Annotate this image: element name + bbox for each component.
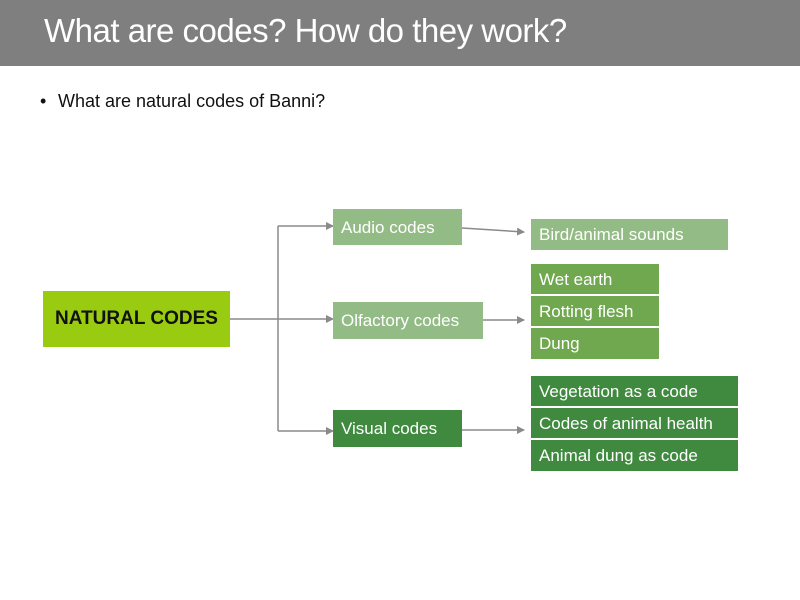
natural-codes-node: NATURAL CODES <box>43 291 230 347</box>
bullet-item: • What are natural codes of Banni? <box>40 91 325 112</box>
audio-codes-node: Audio codes <box>333 209 462 245</box>
olfactory-item-dung: Dung <box>531 328 659 359</box>
olfactory-item-rotting-flesh: Rotting flesh <box>531 296 659 328</box>
olfactory-items-group: Wet earth Rotting flesh Dung <box>531 264 659 359</box>
bullet-icon: • <box>40 91 47 111</box>
visual-item-animal-health: Codes of animal health <box>531 408 738 440</box>
visual-item-vegetation: Vegetation as a code <box>531 376 738 408</box>
slide-title: What are codes? How do they work? <box>44 12 567 49</box>
visual-item-animal-dung: Animal dung as code <box>531 440 738 471</box>
title-bar: What are codes? How do they work? <box>0 0 800 66</box>
arrow-audio-to-items <box>461 227 525 236</box>
audio-item-bird-animal-sounds: Bird/animal sounds <box>531 219 728 250</box>
olfactory-codes-node: Olfactory codes <box>333 302 483 339</box>
visual-items-group: Vegetation as a code Codes of animal hea… <box>531 376 738 471</box>
olfactory-item-wet-earth: Wet earth <box>531 264 659 296</box>
visual-codes-node: Visual codes <box>333 410 462 447</box>
bullet-text: What are natural codes of Banni? <box>58 91 326 111</box>
